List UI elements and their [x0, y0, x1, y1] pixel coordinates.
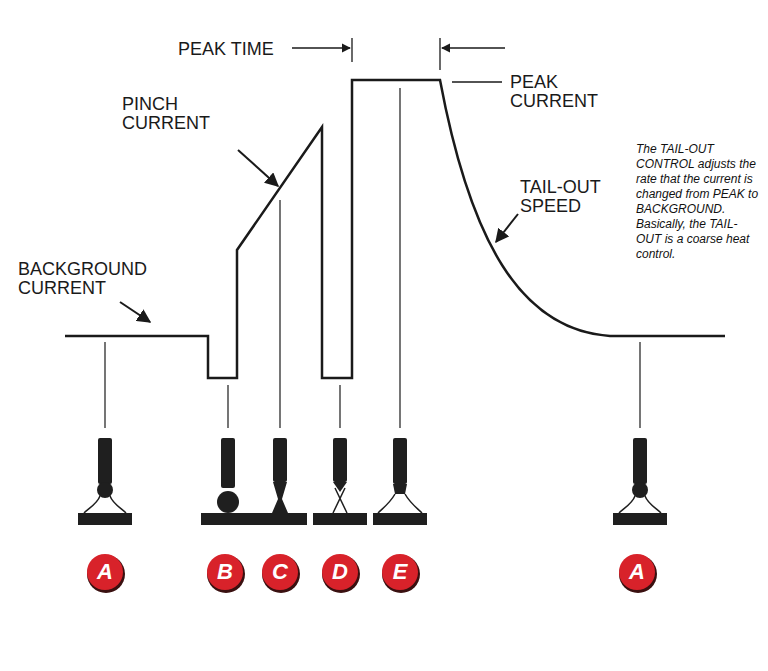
callout-text: B [217, 560, 233, 584]
electrode-separation [313, 438, 367, 525]
leader-lines [105, 88, 640, 428]
current-waveform [65, 80, 725, 378]
electrode-background [613, 438, 667, 525]
peak-time-dimension [292, 38, 505, 82]
callout-letter: D [322, 554, 358, 590]
callout-letter: A [619, 554, 655, 590]
electrode-pinch [253, 438, 307, 525]
electrode-droplet [201, 438, 255, 525]
electrode-peak [373, 438, 427, 525]
pinch-current-label: PINCH CURRENT [122, 95, 237, 133]
callout-text: A [97, 560, 113, 584]
electrode-icons [78, 438, 667, 525]
tail-out-speed-label: TAIL-OUT SPEED [520, 178, 620, 216]
pointer-arrows [120, 150, 518, 322]
callout-letter: B [207, 554, 243, 590]
background-current-label: BACKGROUND CURRENT [18, 260, 168, 298]
dimension-label: PEAK TIME [178, 40, 274, 59]
callout-text: C [272, 560, 288, 584]
peak-current-label: PEAK CURRENT [510, 73, 630, 111]
electrode-background [78, 438, 132, 525]
callout-text: A [629, 560, 645, 584]
callout-letter: A [87, 554, 123, 590]
callout-text: E [393, 560, 408, 584]
callout-text: D [332, 560, 348, 584]
explanatory-note: The TAIL-OUT CONTROL adjusts the rate th… [636, 142, 760, 262]
callout-letter: E [382, 554, 418, 590]
callout-letter: C [262, 554, 298, 590]
